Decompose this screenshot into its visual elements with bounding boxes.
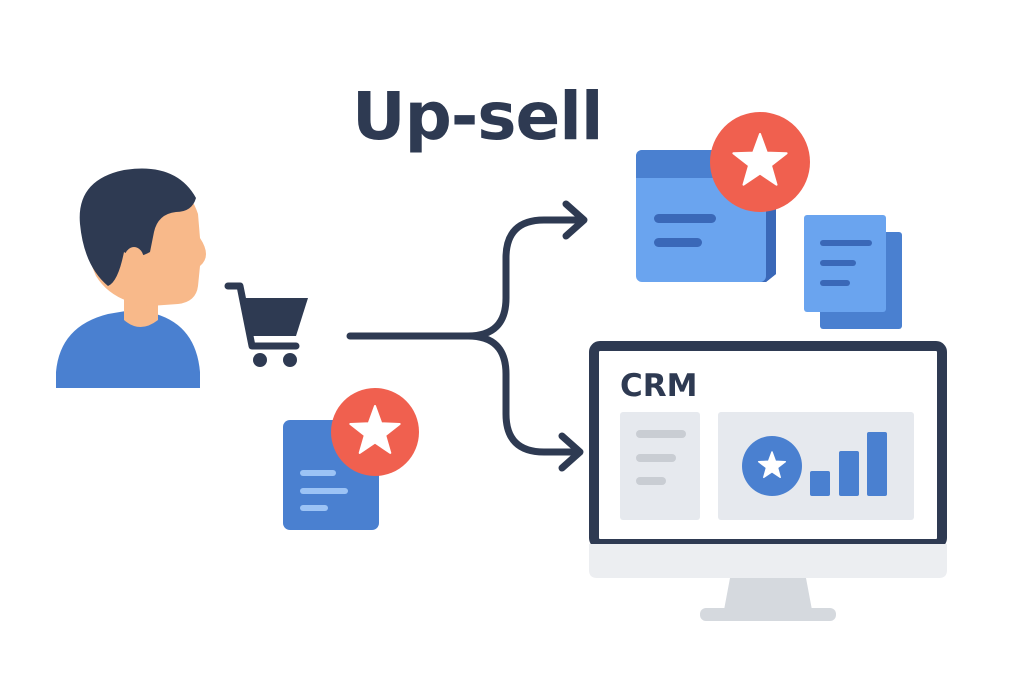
crm-sidebar-panel xyxy=(620,412,700,520)
shopping-cart-icon xyxy=(224,282,308,367)
star-badge-icon xyxy=(710,112,810,212)
crm-label: CRM xyxy=(620,368,697,404)
bar-chart-icon xyxy=(810,432,887,496)
star-circle-icon xyxy=(742,436,802,496)
star-badge-icon xyxy=(331,388,419,476)
document-icon xyxy=(804,215,902,329)
diagram-title: Up-sell xyxy=(352,78,604,155)
person-icon xyxy=(56,168,206,388)
arrow-icon xyxy=(346,200,588,472)
